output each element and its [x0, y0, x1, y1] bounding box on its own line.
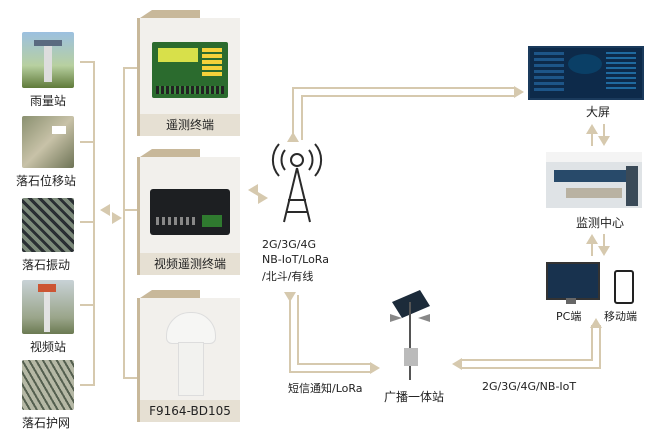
gnss-receiver-device — [166, 312, 216, 396]
mobile-label: 移动端 — [604, 310, 637, 323]
video-station-photo — [22, 280, 74, 334]
telemetry-terminal-card: 遥测终端 — [137, 10, 240, 136]
station-label-rain: 雨量站 — [30, 94, 67, 108]
protection-net-photo — [22, 360, 74, 410]
network-line-3: /北斗/有线 — [262, 270, 314, 283]
vibration-station-photo — [22, 198, 74, 252]
video-terminal-card: 视频遥测终端 — [137, 149, 240, 275]
big-screen-label: 大屏 — [586, 105, 611, 119]
pc-label: PC端 — [556, 310, 582, 323]
broadcast-left-link: 短信通知/LoRa — [288, 382, 363, 395]
displacement-station-photo — [22, 116, 74, 168]
station-label-video: 视频站 — [30, 340, 67, 354]
broadcast-right-link: 2G/3G/4G/NB-IoT — [482, 380, 577, 393]
pc-monitor-icon — [546, 262, 600, 300]
monitor-center-room — [546, 152, 642, 208]
network-line-1: 2G/3G/4G — [262, 238, 316, 251]
terminal-label-video: 视频遥测终端 — [140, 253, 240, 275]
big-screen-display — [528, 46, 644, 100]
station-label-net: 落石护网 — [22, 416, 71, 430]
video-terminal-device — [150, 189, 230, 235]
rain-station-photo — [22, 32, 74, 88]
monitor-center-label: 监测中心 — [576, 216, 625, 230]
broadcast-label: 广播一体站 — [384, 390, 445, 404]
terminal-label-telemetry: 遥测终端 — [140, 114, 240, 136]
network-line-2: NB-IoT/LoRa — [262, 253, 329, 266]
gnss-terminal-card: F9164-BD105 — [137, 290, 240, 422]
station-label-vibration: 落石振动 — [22, 258, 71, 272]
mobile-phone-icon — [614, 270, 634, 304]
telemetry-terminal-device — [152, 42, 228, 98]
terminal-label-gnss: F9164-BD105 — [140, 400, 240, 422]
station-label-displacement: 落石位移站 — [16, 174, 77, 188]
